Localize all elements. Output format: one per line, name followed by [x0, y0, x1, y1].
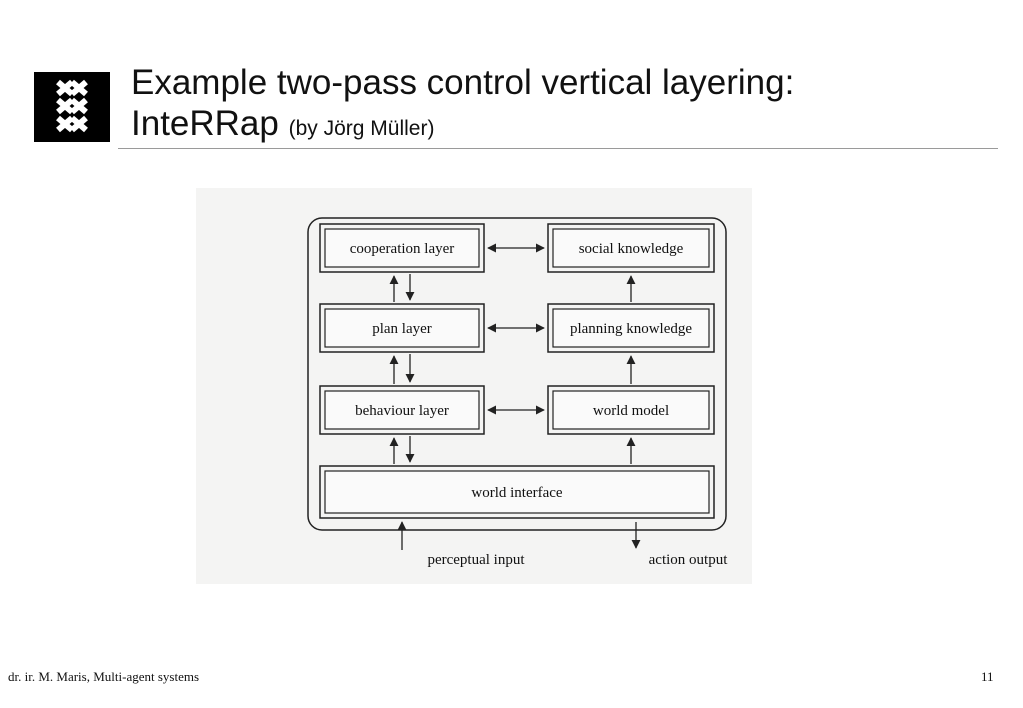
title-divider: [118, 148, 998, 149]
knowledge-box-social: social knowledge: [547, 223, 715, 273]
knowledge-box-world-model: world model: [547, 385, 715, 435]
layer-box-cooperation: cooperation layer: [319, 223, 485, 273]
knowledge-label-planning: planning knowledge: [570, 321, 692, 337]
title-line-2: InteRRap: [131, 104, 279, 143]
layer-label-plan: plan layer: [372, 321, 432, 337]
world-interface-box: world interface: [319, 465, 715, 519]
slide-title: Example two-pass control vertical layeri…: [131, 62, 794, 149]
university-logo-icon: [34, 72, 110, 142]
title-subtitle: (by Jörg Müller): [288, 117, 435, 140]
knowledge-label-world-model: world model: [593, 403, 669, 419]
interrap-diagram-svg: cooperation layer plan layer behaviour l…: [307, 217, 729, 568]
perceptual-input-label: perceptual input: [427, 552, 525, 568]
layer-box-plan: plan layer: [319, 303, 485, 353]
knowledge-box-planning: planning knowledge: [547, 303, 715, 353]
xxx-crest-icon: [56, 79, 88, 133]
layer-label-behaviour: behaviour layer: [355, 403, 449, 419]
interrap-diagram: cooperation layer plan layer behaviour l…: [196, 188, 752, 584]
title-line-1: Example two-pass control vertical layeri…: [131, 63, 795, 102]
action-output-label: action output: [649, 552, 729, 568]
footer-author: dr. ir. M. Maris, Multi-agent systems: [8, 669, 200, 684]
layer-label-cooperation: cooperation layer: [350, 241, 455, 257]
footer-page-number: 11: [981, 669, 994, 684]
world-interface-label: world interface: [471, 485, 563, 501]
knowledge-label-social: social knowledge: [579, 241, 684, 257]
agent-outer-frame: [307, 217, 727, 531]
layer-box-behaviour: behaviour layer: [319, 385, 485, 435]
